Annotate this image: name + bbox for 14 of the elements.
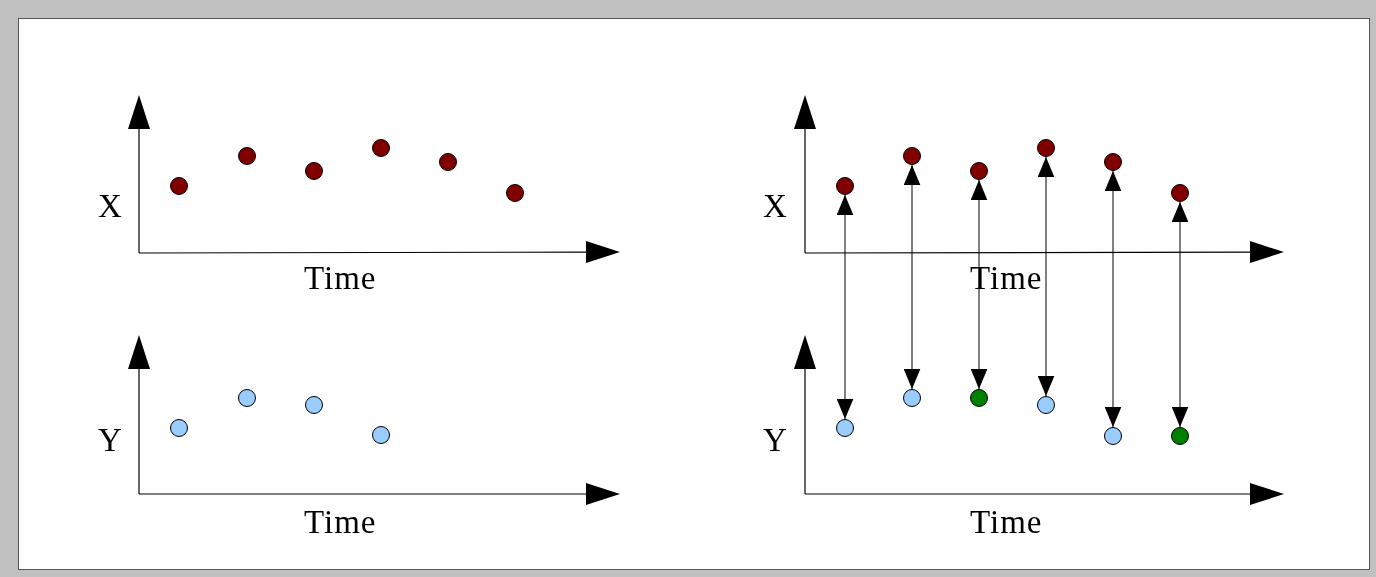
double-arrow	[970, 179, 988, 390]
axis-label: Y	[98, 424, 123, 457]
axis-label: Time	[970, 506, 1043, 539]
double-arrow	[1104, 170, 1122, 428]
double-arrow	[903, 164, 921, 390]
axis-label: X	[763, 190, 788, 223]
double-arrow	[836, 194, 854, 420]
double-arrow	[1037, 156, 1055, 397]
axis-label: Time	[304, 262, 377, 295]
axis-label: Time	[304, 506, 377, 539]
axis-label: Time	[970, 262, 1043, 295]
axis-label: X	[98, 190, 123, 223]
axis-label: Y	[763, 424, 788, 457]
double-arrow	[1171, 201, 1189, 428]
